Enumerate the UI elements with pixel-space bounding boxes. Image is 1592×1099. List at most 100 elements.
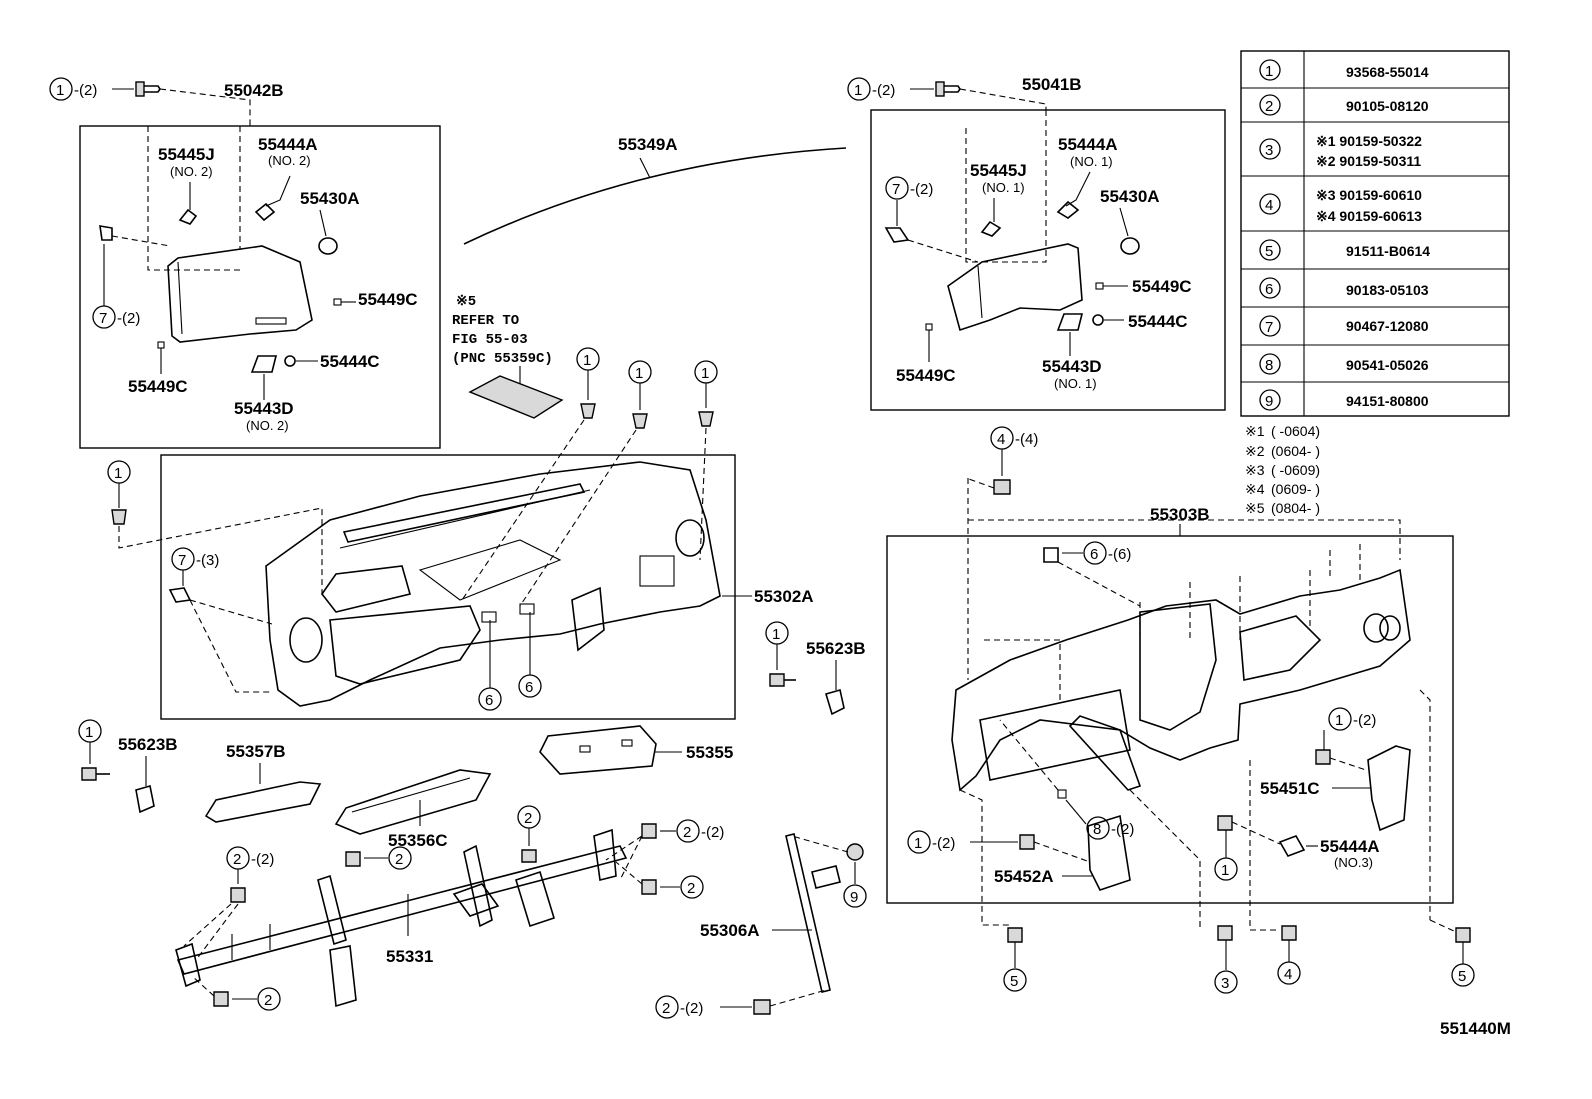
svg-text:-(6): -(6) <box>1108 546 1131 563</box>
part-label-55303B: 55303B <box>1150 505 1210 524</box>
screw-icon <box>1019 834 1035 850</box>
svg-text:7: 7 <box>892 181 900 198</box>
part-label-55444A: 55444A <box>258 135 318 154</box>
group-box-55041B <box>870 109 1226 411</box>
part-label-55444A: 55444A <box>1058 135 1118 154</box>
bolt-icon <box>521 849 537 863</box>
table-row: 5 91511-B0614 <box>1259 239 1430 261</box>
svg-text:2: 2 <box>524 810 532 827</box>
footnote-range: (0604- ) <box>1271 443 1320 459</box>
bolt-icon <box>213 991 229 1007</box>
svg-text:1: 1 <box>854 82 862 99</box>
footnote-range: ( -0609) <box>1271 462 1320 478</box>
bracket-55443D-icon <box>1056 313 1084 331</box>
svg-text:4: 4 <box>1284 966 1292 983</box>
table-row: 6 90183-05103 <box>1259 277 1429 299</box>
brace-55306A <box>785 833 831 993</box>
svg-text:1: 1 <box>1221 862 1229 879</box>
svg-text:2: 2 <box>233 851 241 868</box>
footnote-range: (0609- ) <box>1271 481 1320 497</box>
svg-text:(NO. 1): (NO. 1) <box>1070 154 1113 169</box>
bolt-icon <box>1455 927 1471 943</box>
callout-circle-1 <box>49 77 73 101</box>
screw-icon <box>580 403 596 419</box>
screw-grommet-icon <box>135 81 161 97</box>
svg-text:2: 2 <box>264 992 272 1009</box>
grommet-55430A-icon <box>318 237 338 255</box>
svg-text:5: 5 <box>1010 973 1018 990</box>
svg-text:-(2): -(2) <box>701 824 724 841</box>
part-label-55042B: 55042B <box>224 81 284 100</box>
svg-text:-(4): -(4) <box>1015 431 1038 448</box>
vent-icon <box>1379 615 1401 641</box>
diagram-id: 551440M <box>1440 1019 1511 1038</box>
vent-icon <box>1363 613 1389 643</box>
part-label-55357B: 55357B <box>226 742 286 761</box>
svg-text:1: 1 <box>85 724 93 741</box>
table-row: 4 ※3 90159-60610 ※4 90159-60613 <box>1259 187 1422 224</box>
screw-icon <box>632 413 648 429</box>
screw-grommet-icon <box>935 81 961 97</box>
screw-icon <box>111 509 127 525</box>
svg-text:2: 2 <box>395 851 403 868</box>
group-55302A: 1 1 1 1 7 -(3) 55302A <box>107 347 814 720</box>
bolt-icon <box>753 999 771 1015</box>
group-box-55303B <box>886 535 1454 904</box>
bolt-icon <box>641 879 657 895</box>
part-label-55444A: 55444A <box>1320 837 1380 856</box>
part-label-55449C: 55449C <box>128 377 188 396</box>
panel-55355 <box>539 725 657 775</box>
screw-icon <box>769 673 785 687</box>
part-label-55430A: 55430A <box>300 189 360 208</box>
table-part-number: ※2 90159-50311 <box>1316 153 1421 169</box>
svg-text:1: 1 <box>1335 712 1343 729</box>
part-label-55302A: 55302A <box>754 587 814 606</box>
bracket-55443D-icon <box>250 355 278 373</box>
group-55042B: 1 -(2) 55042B 55445J (NO. 2) 55444A (NO.… <box>49 77 441 449</box>
svg-text:1: 1 <box>701 365 709 382</box>
screw-icon <box>698 411 714 427</box>
part-label-55445J: 55445J <box>158 145 215 164</box>
group-box-55042B <box>79 125 441 449</box>
table-ref: 5 <box>1265 243 1273 260</box>
bolt-icon <box>641 823 657 839</box>
table-part-number: 90541-05026 <box>1346 357 1429 373</box>
part-label-55443D: 55443D <box>234 399 294 418</box>
svg-text:-(2): -(2) <box>910 181 933 198</box>
panel-55357B <box>204 781 322 823</box>
part-label-55449C: 55449C <box>358 290 418 309</box>
refer-note-line: (PNC 55359C) <box>452 351 553 367</box>
cover-55451C <box>1367 745 1411 832</box>
svg-text:2: 2 <box>683 824 691 841</box>
vent-icon <box>675 519 705 557</box>
table-row: 9 94151-80800 <box>1259 389 1429 411</box>
group-55331: 55331 2 2 -(2) 2 2 2 -(2) 2 <box>175 805 724 1011</box>
frame-55303B <box>951 568 1411 792</box>
svg-text:6: 6 <box>485 692 493 709</box>
table-ref: 2 <box>1265 98 1273 115</box>
svg-text:(NO.3): (NO.3) <box>1334 855 1373 870</box>
part-label-55449C: 55449C <box>1132 277 1192 296</box>
part-sublabel: (NO. 2) <box>246 418 289 433</box>
part-label-55623B: 55623B <box>118 735 178 754</box>
svg-text:6: 6 <box>525 679 533 696</box>
svg-text:6: 6 <box>1090 546 1098 563</box>
table-ref: 4 <box>1265 197 1273 214</box>
table-part-number: 93568-55014 <box>1346 64 1429 80</box>
svg-text:5: 5 <box>1458 968 1466 985</box>
part-label-55349A: 55349A <box>618 135 678 154</box>
strip-55349A: 55349A <box>463 135 847 245</box>
svg-text:-(2): -(2) <box>680 1000 703 1017</box>
part-sublabel: (NO. 2) <box>268 153 311 168</box>
part-label-55331: 55331 <box>386 947 433 966</box>
table-ref: 3 <box>1265 142 1273 159</box>
clip-55445J-icon <box>980 220 1002 237</box>
clip-55445J-icon <box>178 208 198 225</box>
table-row: 7 90467-12080 <box>1259 315 1429 337</box>
svg-text:-(2): -(2) <box>932 835 955 852</box>
part-label-55306A: 55306A <box>700 921 760 940</box>
svg-text:9: 9 <box>850 889 858 906</box>
table-part-number: 90105-08120 <box>1346 98 1429 114</box>
footnote-mark: ※4 <box>1245 481 1265 497</box>
svg-text:-(2): -(2) <box>117 310 140 327</box>
